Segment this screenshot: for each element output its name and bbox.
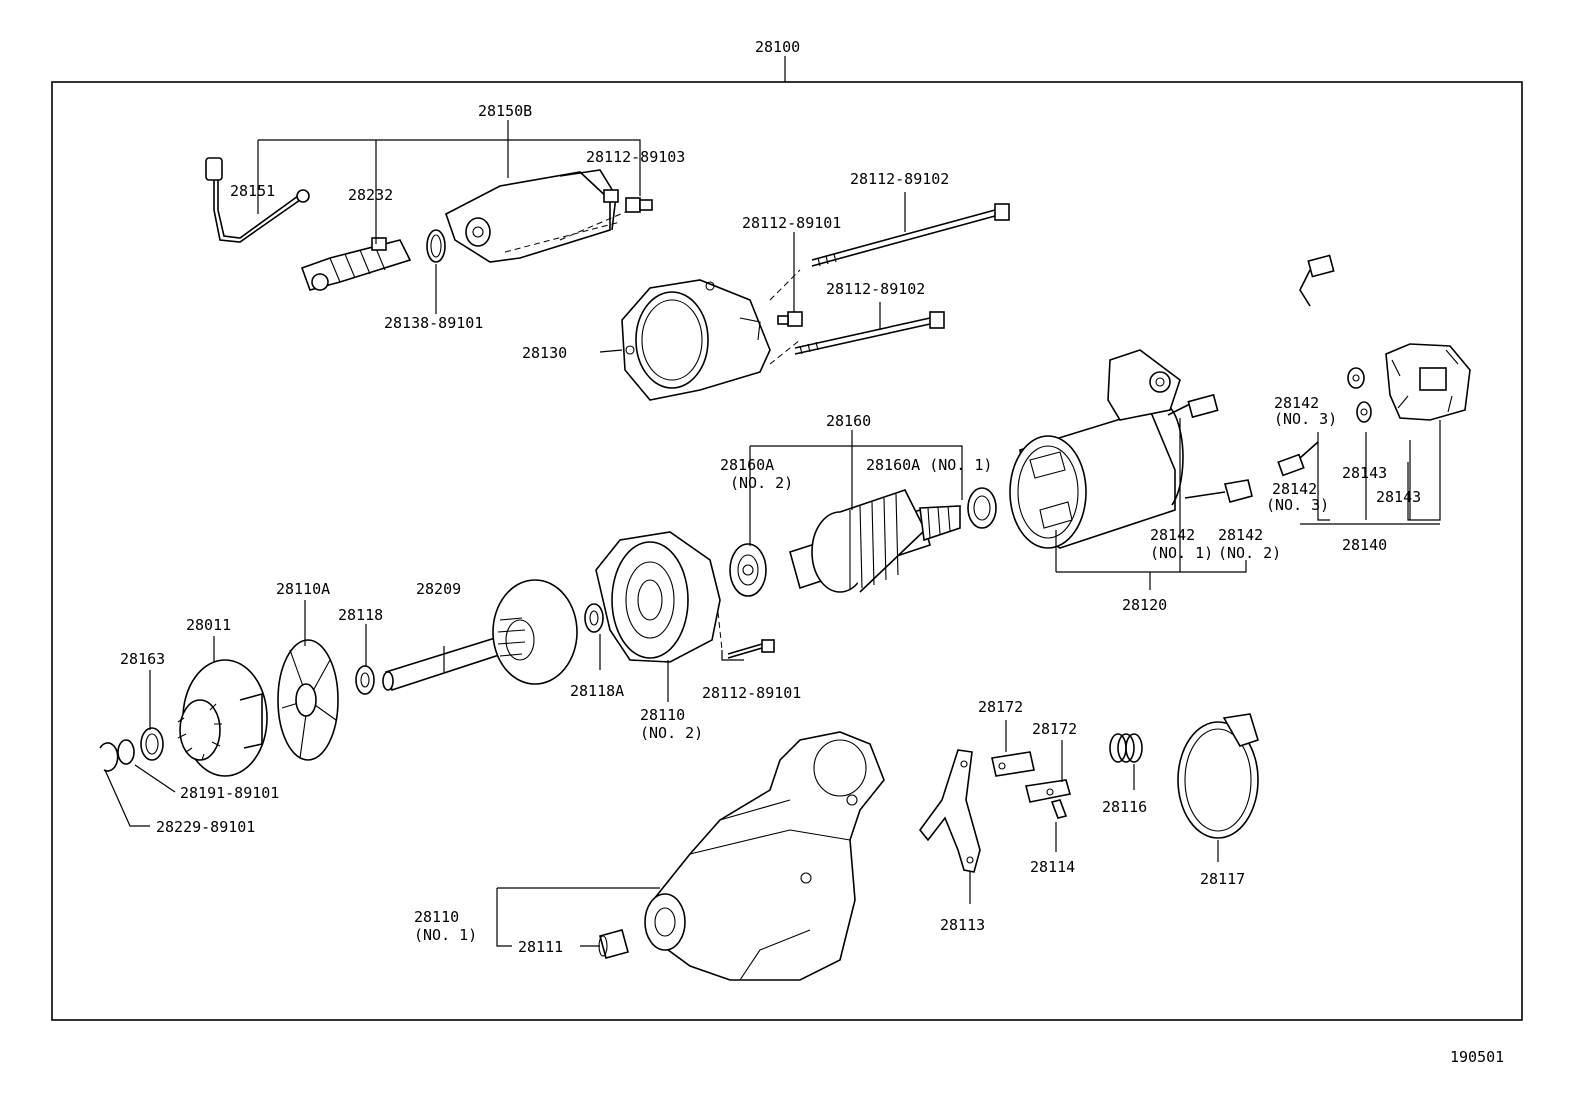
gasket-28138-89101 bbox=[426, 229, 446, 263]
label-28142-no3-b-sub: (NO. 3) bbox=[1266, 496, 1329, 514]
leader-lines bbox=[104, 120, 1441, 947]
spring-28116 bbox=[1109, 733, 1143, 763]
label-28116: 28116 bbox=[1102, 798, 1147, 816]
label-28142-no3-a: 28142 bbox=[1274, 394, 1319, 412]
label-28142-no2-sub: (NO. 2) bbox=[1218, 544, 1281, 562]
clutch-28011 bbox=[177, 659, 268, 777]
label-28112-89101-a: 28112-89101 bbox=[742, 214, 841, 232]
bolt-28112-89102-lower bbox=[794, 311, 945, 355]
pin-28114 bbox=[1050, 799, 1068, 819]
diagram-frame bbox=[51, 81, 1523, 1021]
brush-28142-no3-top bbox=[1299, 254, 1335, 307]
plate-28172-a bbox=[991, 751, 1035, 777]
washer-28118A bbox=[584, 603, 604, 633]
brush-holder-28140 bbox=[1385, 343, 1471, 421]
nut-28112-89103 bbox=[625, 197, 653, 213]
label-28160A-no2-sub: (NO. 2) bbox=[730, 474, 793, 492]
label-28111: 28111 bbox=[518, 938, 563, 956]
housing-28110-no2 bbox=[595, 531, 723, 663]
label-28117: 28117 bbox=[1200, 870, 1245, 888]
label-28110-no1: 28110 bbox=[414, 908, 459, 926]
spring-28143-top bbox=[1347, 367, 1365, 389]
plunger-28232 bbox=[300, 237, 412, 291]
label-28232: 28232 bbox=[348, 186, 393, 204]
label-28120: 28120 bbox=[1122, 596, 1167, 614]
bolt-28112-89102-upper bbox=[811, 203, 1010, 267]
label-28011: 28011 bbox=[186, 616, 231, 634]
housing-28110-no1 bbox=[644, 731, 885, 981]
shaft-28209 bbox=[382, 579, 578, 692]
plate-28172-b bbox=[1025, 779, 1072, 803]
label-28110-no2-sub: (NO. 2) bbox=[640, 724, 703, 742]
label-28172-b: 28172 bbox=[1032, 720, 1077, 738]
frame-28130 bbox=[621, 269, 801, 401]
brush-28142-no3-mid bbox=[1277, 441, 1319, 477]
figure-number: 190501 bbox=[1450, 1048, 1504, 1066]
label-28112-89102-b: 28112-89102 bbox=[826, 280, 925, 298]
ring-28163 bbox=[140, 727, 164, 761]
label-28110A: 28110A bbox=[276, 580, 330, 598]
clip-28229-89101 bbox=[99, 742, 119, 772]
bearing-28160A-no1 bbox=[967, 487, 997, 529]
washer-28118 bbox=[355, 665, 375, 695]
label-28110-no2: 28110 bbox=[640, 706, 685, 724]
brush-28142-no1 bbox=[1167, 393, 1219, 419]
armature-28160 bbox=[789, 489, 961, 593]
cover-28110A bbox=[277, 639, 339, 761]
lever-28113 bbox=[918, 749, 981, 873]
label-28138-89101: 28138-89101 bbox=[384, 314, 483, 332]
lead-wire-28151 bbox=[205, 157, 310, 243]
label-28143-a: 28143 bbox=[1342, 464, 1387, 482]
solenoid-28150B bbox=[445, 169, 631, 263]
ring-28191-89101 bbox=[117, 739, 135, 765]
label-28110-no1-sub: (NO. 1) bbox=[414, 926, 477, 944]
label-28163: 28163 bbox=[120, 650, 165, 668]
label-28151: 28151 bbox=[230, 182, 275, 200]
label-28172-a: 28172 bbox=[978, 698, 1023, 716]
label-28113: 28113 bbox=[940, 916, 985, 934]
label-28150B: 28150B bbox=[478, 102, 532, 120]
label-28191-89101: 28191-89101 bbox=[180, 784, 279, 802]
label-28130: 28130 bbox=[522, 344, 567, 362]
brush-plate-top bbox=[1107, 349, 1181, 421]
label-28229-89101: 28229-89101 bbox=[156, 818, 255, 836]
label-28112-89103: 28112-89103 bbox=[586, 148, 685, 166]
seal-28117 bbox=[1177, 713, 1259, 839]
label-28140: 28140 bbox=[1342, 536, 1387, 554]
yoke-28120 bbox=[1009, 401, 1184, 549]
label-28142-no3-b: 28142 bbox=[1272, 480, 1317, 498]
bushing-28111 bbox=[598, 929, 629, 959]
bolt-28112-89101-bottom bbox=[727, 639, 775, 659]
label-28112-89101-b: 28112-89101 bbox=[702, 684, 801, 702]
label-28118: 28118 bbox=[338, 606, 383, 624]
screw-28112-89101-top bbox=[777, 311, 803, 327]
brush-28142-no2 bbox=[1184, 479, 1253, 503]
spring-28143-mid bbox=[1356, 401, 1372, 423]
bearing-28160A-no2 bbox=[729, 543, 767, 597]
label-28160: 28160 bbox=[826, 412, 871, 430]
label-28114: 28114 bbox=[1030, 858, 1075, 876]
label-28160A-no2: 28160A bbox=[720, 456, 774, 474]
label-28112-89102-a: 28112-89102 bbox=[850, 170, 949, 188]
assembly-number: 28100 bbox=[755, 38, 800, 56]
label-28142-no2: 28142 bbox=[1218, 526, 1263, 544]
label-28142-no1-sub: (NO. 1) bbox=[1150, 544, 1213, 562]
label-28142-no3-a-sub: (NO. 3) bbox=[1274, 410, 1337, 428]
part-labels: 28150B 28112-89103 28151 28232 28138-891… bbox=[120, 102, 1421, 956]
label-28143-b: 28143 bbox=[1376, 488, 1421, 506]
label-28142-no1: 28142 bbox=[1150, 526, 1195, 544]
label-28118A: 28118A bbox=[570, 682, 624, 700]
label-28160A-no1: 28160A (NO. 1) bbox=[866, 456, 992, 474]
label-28209: 28209 bbox=[416, 580, 461, 598]
